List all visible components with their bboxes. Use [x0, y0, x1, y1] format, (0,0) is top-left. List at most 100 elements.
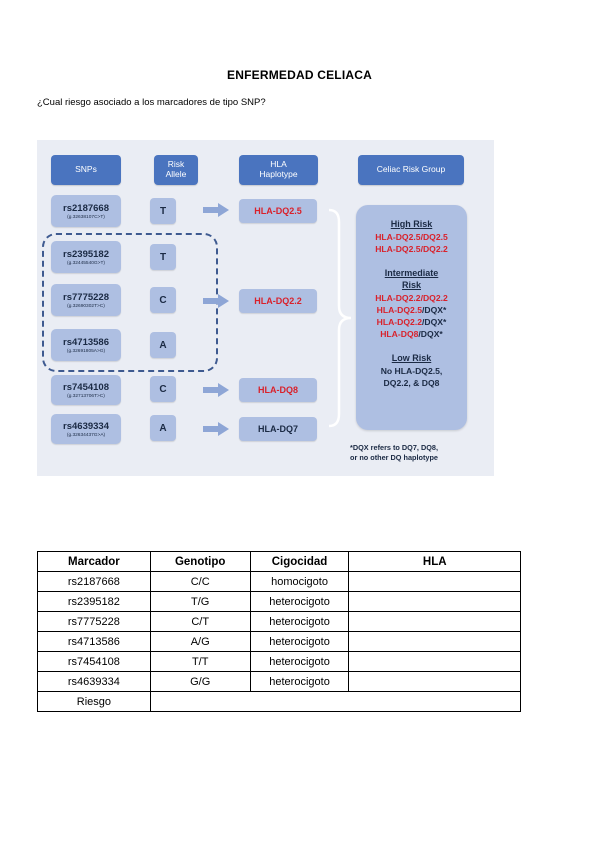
cell-hla[interactable]: [348, 611, 521, 632]
table-row: rs7775228 C/T heterocigoto: [37, 611, 521, 632]
table-row: rs7454108 T/T heterocigoto: [37, 651, 521, 672]
snp-box: rs4713586 (g.32691805A>G): [51, 329, 121, 361]
cell-genotipo: T/T: [149, 651, 251, 672]
intermediate-risk-title: Risk: [401, 280, 421, 291]
cell-cigocidad: heterocigoto: [249, 671, 350, 692]
intermediate-risk-item: HLA-DQ2.2/DQ2.2: [375, 292, 448, 303]
cell-cigocidad: homocigoto: [249, 571, 350, 592]
low-risk-item: DQ2.2, & DQ8: [383, 377, 440, 388]
snp-box: rs7454108 (g.32713706T>C): [51, 375, 121, 405]
cell-cigocidad: heterocigoto: [249, 611, 350, 632]
snp-id: rs4639334: [63, 420, 109, 432]
cell-marcador: rs2187668: [37, 571, 151, 592]
table-header-row: Marcador Genotipo Cigocidad HLA: [37, 551, 521, 572]
header-celiac-risk-group: Celiac Risk Group: [358, 155, 464, 185]
cell-genotipo: C/C: [149, 571, 251, 592]
table-row: rs4639334 G/G heterocigoto: [37, 671, 521, 692]
haplotype-red: HLA-DQ8: [380, 328, 419, 339]
haplotype-suffix: /DQX*: [422, 316, 447, 327]
snp-variant: (g.32445540G>T): [66, 260, 105, 266]
cell-hla[interactable]: [348, 571, 521, 592]
footnote-line: *DQX refers to DQ7, DQ8,: [350, 443, 438, 452]
arrow-right-icon: [203, 383, 229, 397]
snp-variant: (g.32713706T>C): [67, 393, 105, 399]
risk-value[interactable]: [149, 691, 522, 712]
haplotype-suffix: /DQX*: [422, 304, 447, 315]
risk-allele: A: [150, 415, 176, 441]
snp-box: rs2395182 (g.32445540G>T): [51, 241, 121, 273]
high-risk-item: HLA-DQ2.5/DQ2.5: [375, 231, 448, 242]
haplotype-dq22: HLA-DQ2.2: [239, 289, 317, 313]
header-cigocidad: Cigocidad: [249, 551, 350, 572]
haplotype-red: HLA-DQ2.5: [376, 304, 422, 315]
cell-hla[interactable]: [348, 651, 521, 672]
snp-id: rs7454108: [63, 381, 109, 393]
cell-marcador: rs2395182: [37, 591, 151, 612]
snp-id: rs7775228: [63, 291, 109, 303]
header-snps: SNPs: [51, 155, 121, 185]
risk-allele: T: [150, 198, 176, 224]
table-row: rs2395182 T/G heterocigoto: [37, 591, 521, 612]
footnote: *DQX refers to DQ7, DQ8, or no other DQ …: [350, 443, 480, 463]
haplotype-dq7: HLA-DQ7: [239, 417, 317, 441]
brace-icon: [328, 208, 352, 428]
cell-genotipo: A/G: [149, 631, 251, 652]
haplotype-suffix: /DQX*: [418, 328, 443, 339]
intermediate-risk-title: Intermediate: [384, 267, 439, 278]
header-hla: HLA: [348, 551, 521, 572]
cell-hla[interactable]: [348, 671, 521, 692]
low-risk-title: Low Risk: [391, 352, 432, 363]
haplotype-dq8: HLA-DQ8: [239, 378, 317, 402]
cell-hla[interactable]: [348, 631, 521, 652]
snp-variant: (g.32634437G>A): [66, 432, 106, 438]
haplotype-red: HLA-DQ2.2: [376, 316, 422, 327]
snp-variant: (g.32690302T>C): [67, 303, 105, 309]
footnote-line: or no other DQ haplotype: [350, 453, 438, 463]
cell-cigocidad: heterocigoto: [249, 591, 350, 612]
snp-box: rs7775228 (g.32690302T>C): [51, 284, 121, 316]
snp-box: rs4639334 (g.32634437G>A): [51, 414, 121, 444]
cell-genotipo: C/T: [149, 611, 251, 632]
intermediate-risk-item: HLA-DQ2.5/DQX*: [356, 304, 467, 316]
cell-marcador: rs7775228: [37, 611, 151, 632]
cell-hla[interactable]: [348, 591, 521, 612]
table-footer-row: Riesgo: [37, 691, 522, 712]
cell-marcador: rs4639334: [37, 671, 151, 692]
document-title: ENFERMEDAD CELIACA: [227, 68, 372, 82]
cell-genotipo: G/G: [149, 671, 251, 692]
arrow-right-icon: [203, 203, 229, 217]
high-risk-item: HLA-DQ2.5/DQ2.2: [375, 243, 448, 254]
table-row: rs4713586 A/G heterocigoto: [37, 631, 521, 652]
header-genotipo: Genotipo: [149, 551, 251, 572]
arrow-right-icon: [203, 294, 229, 308]
intermediate-risk-item: HLA-DQ2.2/DQX*: [356, 316, 467, 328]
header-hla-haplotype: HLA Haplotype: [239, 155, 318, 185]
risk-group-panel: High Risk HLA-DQ2.5/DQ2.5 HLA-DQ2.5/DQ2.…: [356, 205, 467, 430]
high-risk-title: High Risk: [390, 219, 433, 229]
header-marcador: Marcador: [37, 551, 151, 572]
cell-marcador: rs7454108: [37, 651, 151, 672]
risk-allele: A: [150, 332, 176, 358]
risk-allele: C: [150, 287, 176, 313]
snp-variant: (g.32691805A>G): [66, 348, 106, 354]
low-risk-item: No HLA-DQ2.5,: [380, 365, 443, 376]
snp-box: rs2187668 (g.32638107C>T): [51, 195, 121, 227]
table-row: rs2187668 C/C homocigoto: [37, 571, 521, 592]
risk-label: Riesgo: [37, 691, 151, 712]
snp-id: rs4713586: [63, 336, 109, 348]
snp-id: rs2395182: [63, 248, 109, 260]
snp-id: rs2187668: [63, 202, 109, 214]
cell-cigocidad: heterocigoto: [249, 651, 350, 672]
header-risk-allele: Risk Allele: [154, 155, 198, 185]
snp-risk-figure: SNPs Risk Allele HLA Haplotype Celiac Ri…: [37, 140, 494, 476]
cell-genotipo: T/G: [149, 591, 251, 612]
intermediate-risk-item: HLA-DQ8/DQX*: [356, 328, 467, 340]
question-text: ¿Cual riesgo asociado a los marcadores d…: [37, 97, 266, 108]
snp-variant: (g.32638107C>T): [67, 214, 105, 220]
cell-marcador: rs4713586: [37, 631, 151, 652]
genotype-table: Marcador Genotipo Cigocidad HLA rs218766…: [37, 551, 522, 712]
arrow-right-icon: [203, 422, 229, 436]
risk-allele: C: [150, 376, 176, 402]
cell-cigocidad: heterocigoto: [249, 631, 350, 652]
haplotype-dq25: HLA-DQ2.5: [239, 199, 317, 223]
